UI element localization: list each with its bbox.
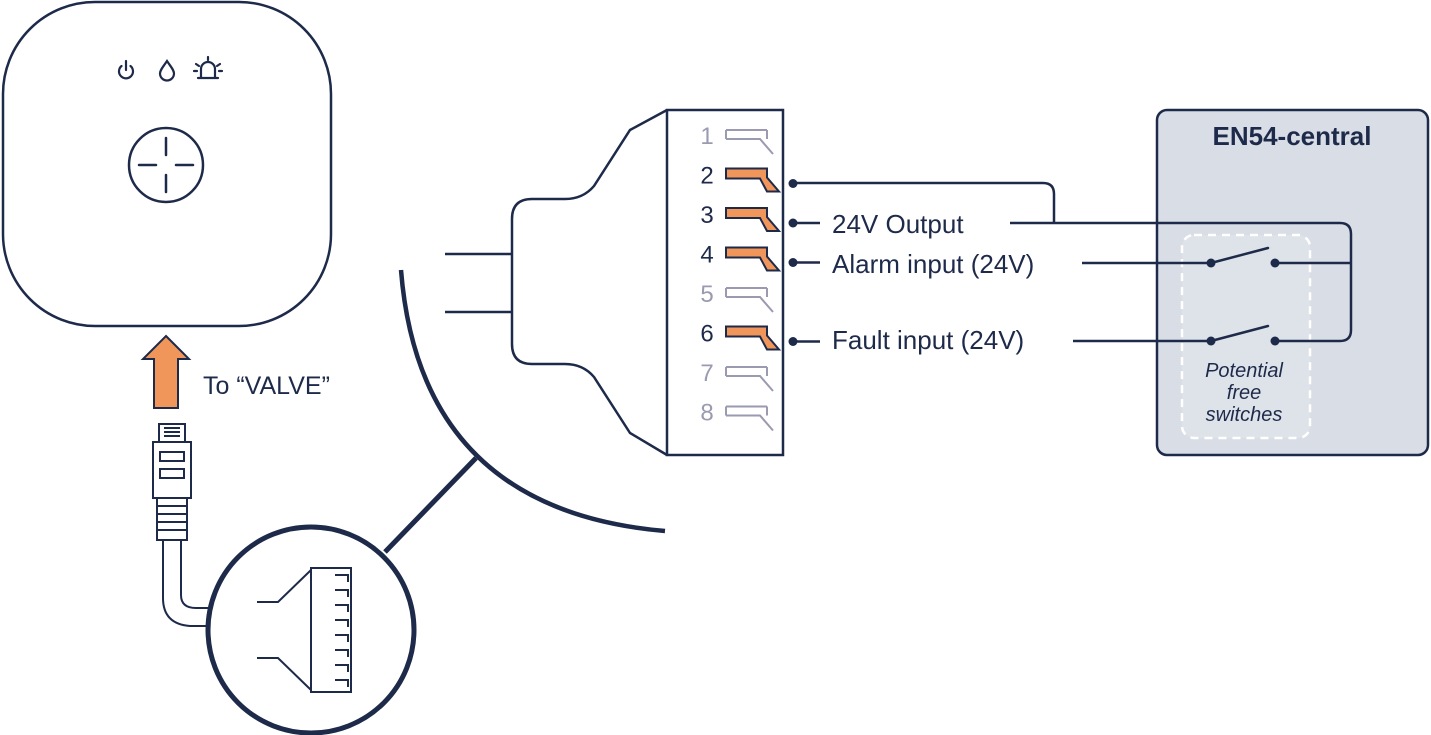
power-icon [117, 59, 135, 80]
fault-label: Fault input (24V) [832, 325, 1024, 355]
terminal-number: 3 [700, 202, 713, 229]
valve-label: To “VALVE” [203, 372, 330, 400]
output-label: 24V Output [832, 209, 964, 239]
terminal-number: 6 [700, 321, 713, 348]
terminal-contact [725, 246, 782, 272]
switch-alarm [1209, 246, 1270, 265]
terminal-pin-1: 1 [700, 123, 774, 155]
terminal-contact [725, 167, 782, 193]
terminal-pin-4: 4 [700, 242, 820, 272]
terminal-contact [725, 325, 782, 351]
terminal-pin-2: 2 [700, 163, 798, 193]
wire-output [1010, 221, 1353, 343]
switch-fault [1209, 324, 1270, 343]
terminal-contact [725, 366, 774, 392]
rj-plug [152, 423, 192, 541]
magnify-arc [398, 269, 666, 534]
cable [162, 540, 262, 627]
central-panel: EN54-central Potential free switches [1155, 108, 1430, 457]
switch-note-line-2: free [1227, 382, 1261, 404]
terminal-pin-5: 5 [700, 281, 774, 313]
terminal-pin-8: 8 [700, 400, 774, 432]
terminal-number: 8 [700, 400, 713, 427]
terminal-number: 1 [700, 123, 713, 150]
terminal-number: 4 [700, 242, 713, 269]
alarm-siren-icon [192, 55, 224, 80]
water-drop-icon [158, 59, 176, 82]
terminal-pin-3: 3 [700, 202, 820, 232]
switch-box [1180, 233, 1312, 440]
terminal-number: 5 [700, 281, 713, 308]
wire-pin2 [793, 181, 1056, 223]
terminal-contact [725, 207, 782, 232]
terminal-number: 7 [700, 360, 713, 387]
switch-contacts [1206, 258, 1280, 346]
alarm-label: Alarm input (24V) [832, 249, 1034, 279]
terminal-pin-7: 7 [700, 360, 774, 392]
terminal-number: 2 [700, 163, 713, 190]
arrow-up-icon [140, 334, 192, 409]
controller-device [1, 0, 333, 328]
switch-note-line-1: Potential [1205, 360, 1283, 382]
terminal-contact [725, 405, 774, 432]
central-title: EN54-central [1213, 121, 1372, 151]
terminals: 1 2 3 4 5 6 7 8 [700, 123, 820, 432]
center-button[interactable] [127, 126, 205, 204]
terminal-contact [725, 129, 774, 155]
device-body [1, 0, 333, 328]
terminal-block [445, 108, 785, 457]
terminal-contact [725, 287, 774, 313]
terminal-pin-6: 6 [700, 321, 820, 351]
wires [793, 181, 1353, 343]
zoom-circle [205, 456, 478, 735]
switch-note-line-3: switches [1206, 404, 1283, 426]
